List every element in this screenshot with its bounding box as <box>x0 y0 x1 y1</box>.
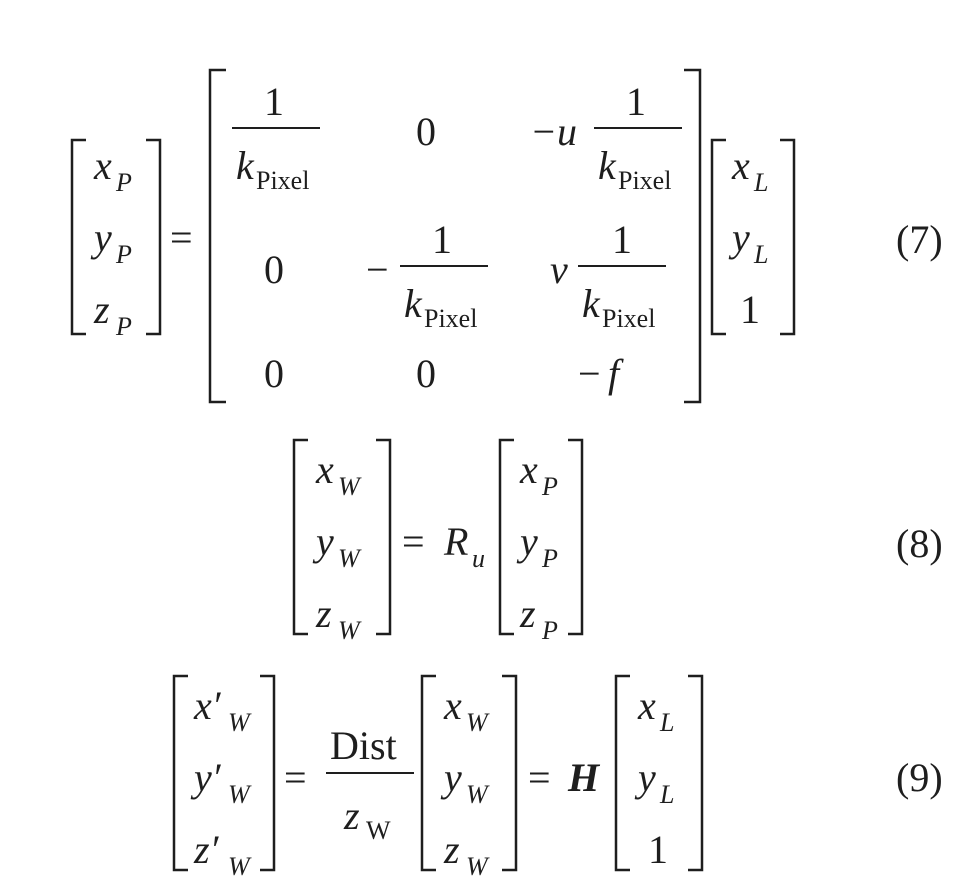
sub-L: L <box>660 708 675 737</box>
var-k: k <box>598 143 616 188</box>
sub-W: W <box>338 544 360 573</box>
var-k: k <box>404 281 422 326</box>
var-y: y <box>638 755 656 800</box>
bracket-left <box>172 674 188 872</box>
sub-W: W <box>466 780 488 809</box>
zero: 0 <box>416 109 436 154</box>
bracket-left <box>710 138 726 336</box>
var-z: z <box>520 591 536 636</box>
var-y: y <box>732 215 750 260</box>
equals-sign: = <box>284 755 307 800</box>
equation-number: (8) <box>896 521 943 566</box>
var-y: y <box>444 755 462 800</box>
sub-W: W <box>228 852 250 881</box>
var-k: k <box>582 281 600 326</box>
sub-W: W <box>228 708 250 737</box>
var-f: f <box>608 351 620 396</box>
sub-pixel: Pixel <box>618 166 672 195</box>
var-x: x <box>444 683 462 728</box>
fraction-bar <box>326 772 414 774</box>
var-z-prime: z′ <box>194 827 219 872</box>
bracket-right <box>146 138 162 336</box>
sub-L: L <box>754 240 769 269</box>
fraction-bar <box>578 265 666 267</box>
one: 1 <box>740 287 760 332</box>
var-y: y <box>316 519 334 564</box>
sub-pixel: Pixel <box>256 166 310 195</box>
matrix-H: H <box>568 755 600 800</box>
matrix-bracket-right <box>684 68 702 404</box>
fraction-numerator: Dist <box>330 723 397 768</box>
numerator-1: 1 <box>264 79 284 124</box>
fraction-bar <box>400 265 488 267</box>
bracket-right <box>688 674 704 872</box>
sub-P: P <box>542 472 558 501</box>
var-y-prime: y′ <box>194 755 221 800</box>
sub-u: u <box>472 544 485 573</box>
sub-P: P <box>116 240 132 269</box>
var-x: x <box>316 447 334 492</box>
var-x: x <box>732 143 750 188</box>
sub-W: W <box>338 616 360 645</box>
var-x-prime: x′ <box>194 683 221 728</box>
bracket-left <box>292 438 308 636</box>
var-z: z <box>344 793 360 838</box>
var-y: y <box>520 519 538 564</box>
sub-P: P <box>542 544 558 573</box>
var-y: y <box>94 215 112 260</box>
minus-sign: − <box>366 247 389 292</box>
var-z: z <box>94 287 110 332</box>
fraction-bar <box>232 127 320 129</box>
var-x: x <box>94 143 112 188</box>
bracket-right <box>260 674 276 872</box>
sub-W: W <box>466 852 488 881</box>
equals-sign: = <box>528 755 551 800</box>
numerator-1: 1 <box>626 79 646 124</box>
sub-P: P <box>542 616 558 645</box>
rotation-matrix: R <box>444 519 469 564</box>
sub-L: L <box>660 780 675 809</box>
numerator-1: 1 <box>612 217 632 262</box>
bracket-left <box>614 674 630 872</box>
fraction-bar <box>594 127 682 129</box>
zero: 0 <box>264 247 284 292</box>
numerator-1: 1 <box>432 217 452 262</box>
var-x: x <box>520 447 538 492</box>
var-x: x <box>638 683 656 728</box>
matrix-bracket-left <box>208 68 226 404</box>
equation-number: (9) <box>896 755 943 800</box>
sub-P: P <box>116 312 132 341</box>
sub-W: W <box>466 708 488 737</box>
bracket-right <box>780 138 796 336</box>
sub-L: L <box>754 168 769 197</box>
var-z: z <box>316 591 332 636</box>
bracket-left <box>70 138 86 336</box>
neg-u: −u <box>530 109 577 154</box>
sub-pixel: Pixel <box>602 304 656 333</box>
zero: 0 <box>416 351 436 396</box>
bracket-left <box>420 674 436 872</box>
minus-sign: − <box>578 351 601 396</box>
equation-7: x P y P z P = 1 k Pixel 0 −u 1 k Pixel 0… <box>0 0 977 420</box>
sub-P: P <box>116 168 132 197</box>
bracket-right <box>568 438 584 636</box>
sub-pixel: Pixel <box>424 304 478 333</box>
zero: 0 <box>264 351 284 396</box>
sub-W: W <box>338 472 360 501</box>
var-v: v <box>550 247 568 292</box>
bracket-right <box>376 438 392 636</box>
one: 1 <box>648 827 668 872</box>
bracket-right <box>502 674 518 872</box>
bracket-left <box>498 438 514 636</box>
equals-sign: = <box>402 519 425 564</box>
sub-W: W <box>366 816 391 845</box>
equation-number: (7) <box>896 217 943 262</box>
sub-W: W <box>228 780 250 809</box>
equals-sign: = <box>170 215 193 260</box>
var-z: z <box>444 827 460 872</box>
equation-8: x W y W z W = R u x P y P z P (8) <box>292 438 943 645</box>
var-k: k <box>236 143 254 188</box>
